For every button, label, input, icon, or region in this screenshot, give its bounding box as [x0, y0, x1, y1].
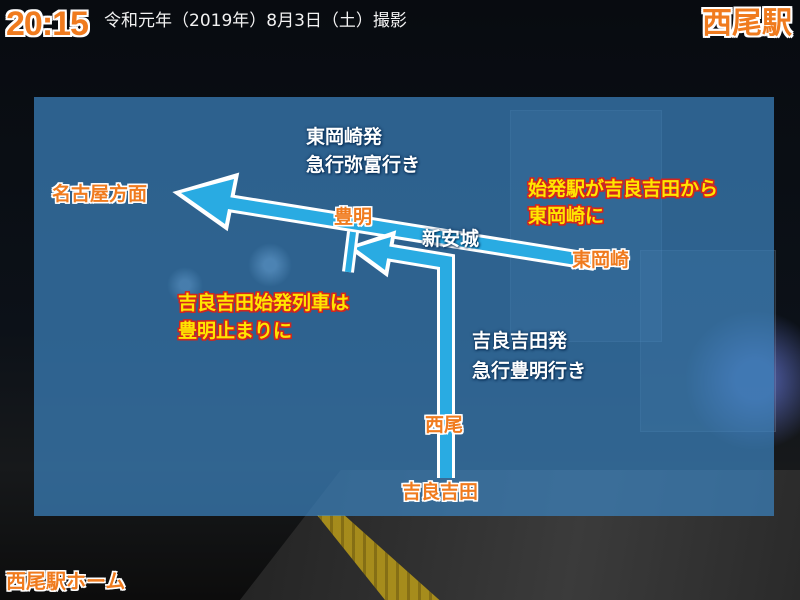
note-terminus-change-line1: 吉良吉田始発列車は [178, 292, 350, 314]
label-higashi-okazaki: 東岡崎 [572, 249, 630, 271]
route-map-panel [34, 97, 774, 516]
note-terminus-change-line2: 豊明止まりに [178, 320, 293, 342]
label-higashi-okazaki-service-line2: 急行弥富行き [306, 154, 421, 176]
label-kira-yoshida: 吉良吉田 [402, 481, 479, 503]
note-origin-change-line1: 始発駅が吉良吉田から [528, 178, 719, 200]
label-shin-anjo: 新安城 [422, 228, 480, 250]
photo-caption: 西尾駅ホーム [6, 569, 126, 593]
note-origin-change-line2: 東岡崎に [528, 205, 605, 227]
station-name: 西尾駅 [702, 6, 792, 41]
route-kira-yoshida-to-toyoake [346, 230, 455, 478]
label-toyoake: 豊明 [334, 206, 373, 228]
toyoake-terminus-bar [342, 231, 359, 273]
label-kira-yoshida-service-line1: 吉良吉田発 [472, 330, 568, 352]
label-nagoya-direction: 名古屋方面 [52, 183, 148, 205]
route-higashi-okazaki-to-nagoya [172, 172, 597, 271]
label-higashi-okazaki-service-line1: 東岡崎発 [306, 126, 383, 148]
clock-time: 20:15 [6, 5, 89, 43]
label-nishio: 西尾 [425, 414, 464, 436]
label-kira-yoshida-service-line2: 急行豊明行き [472, 360, 587, 382]
photo-date: 令和元年（2019年）8月3日（土）撮影 [104, 11, 407, 31]
